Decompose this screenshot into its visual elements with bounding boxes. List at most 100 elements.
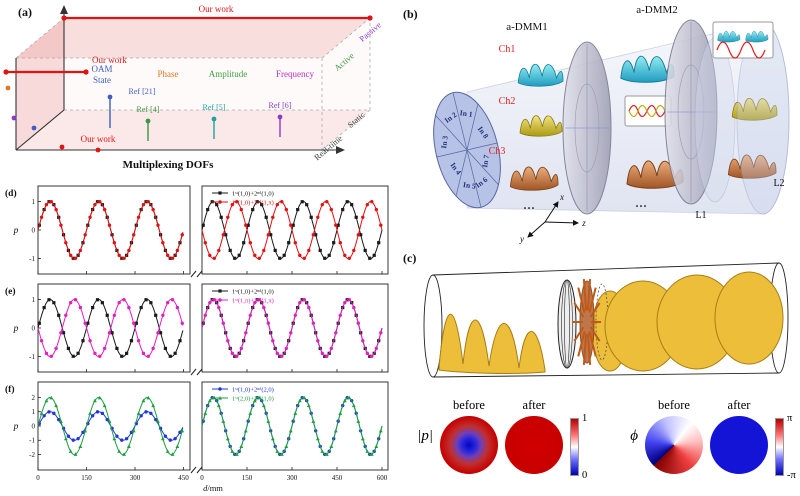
data-marker bbox=[107, 223, 112, 227]
data-marker bbox=[156, 223, 160, 227]
data-marker bbox=[262, 305, 266, 310]
data-marker bbox=[42, 414, 46, 418]
phase-after-map bbox=[710, 416, 768, 474]
data-marker bbox=[170, 298, 175, 302]
data-marker bbox=[287, 241, 291, 245]
data-marker bbox=[208, 300, 212, 305]
data-marker bbox=[260, 203, 264, 207]
field-maps-row: |p| before after 1 0 ϕ before after bbox=[397, 396, 800, 496]
data-marker bbox=[284, 346, 288, 351]
axis-break bbox=[190, 270, 197, 278]
data-marker bbox=[139, 305, 143, 310]
data-marker bbox=[329, 444, 334, 449]
data-marker bbox=[359, 233, 363, 237]
data-marker bbox=[203, 411, 208, 415]
data-marker bbox=[95, 410, 100, 414]
x-tick-label: 300 bbox=[287, 474, 298, 482]
after-label: after bbox=[522, 398, 546, 412]
data-marker bbox=[217, 305, 221, 310]
data-marker bbox=[374, 346, 378, 351]
text-label: Our work bbox=[81, 134, 116, 144]
data-marker bbox=[105, 313, 109, 317]
data-marker bbox=[78, 305, 83, 310]
data-marker bbox=[257, 298, 261, 302]
legend-label: 1ˢᵗ(1,0)+2ⁿᵈ(1,0) bbox=[232, 190, 274, 197]
x-axis-arrow bbox=[544, 201, 559, 223]
data-marker bbox=[178, 339, 182, 343]
data-marker bbox=[218, 289, 222, 293]
data-marker bbox=[233, 256, 237, 260]
data-marker bbox=[54, 403, 59, 408]
y-tick-label: -1 bbox=[29, 255, 35, 263]
data-marker bbox=[298, 300, 302, 305]
data-marker bbox=[102, 403, 107, 408]
text-label: y bbox=[519, 234, 524, 244]
scatter-point bbox=[11, 115, 17, 121]
scatter-point bbox=[59, 144, 65, 150]
data-marker bbox=[379, 223, 383, 227]
data-marker bbox=[59, 223, 63, 227]
y-tick-label: 1 bbox=[32, 408, 36, 416]
data-marker bbox=[293, 241, 297, 245]
data-marker bbox=[221, 321, 225, 325]
data-marker bbox=[320, 351, 324, 356]
legend-label: 1ˢᵗ(1,0)+2ⁿᵈ(1,π) bbox=[232, 199, 274, 206]
data-marker bbox=[76, 351, 80, 355]
before-label: before bbox=[658, 398, 690, 412]
data-marker bbox=[73, 298, 78, 302]
data-marker bbox=[370, 200, 374, 204]
data-marker bbox=[334, 223, 338, 227]
data-marker bbox=[230, 449, 235, 453]
input-port-label: In 3 bbox=[439, 135, 450, 149]
data-marker bbox=[305, 203, 309, 207]
data-marker bbox=[361, 215, 365, 219]
pressure-after-map bbox=[505, 416, 563, 474]
data-marker bbox=[54, 346, 58, 351]
data-marker bbox=[288, 428, 293, 433]
data-marker bbox=[261, 403, 266, 408]
text-label: ··· bbox=[635, 199, 647, 213]
data-marker bbox=[47, 410, 51, 414]
data-marker bbox=[242, 241, 246, 245]
data-marker bbox=[302, 298, 306, 302]
helical-wave-lobe bbox=[714, 271, 784, 365]
data-marker bbox=[369, 452, 374, 456]
data-marker bbox=[342, 398, 347, 403]
antenna-spoke bbox=[588, 287, 597, 313]
inset-red-wave bbox=[716, 41, 766, 59]
text-label: Ch3 bbox=[489, 146, 506, 157]
data-marker bbox=[95, 298, 100, 302]
data-marker bbox=[325, 200, 329, 204]
panel-letter: (d) bbox=[5, 188, 17, 199]
data-marker bbox=[343, 253, 347, 258]
data-marker bbox=[52, 411, 56, 416]
data-marker bbox=[127, 248, 131, 253]
scatter-point bbox=[277, 114, 283, 120]
data-marker bbox=[107, 331, 112, 335]
data-marker bbox=[257, 256, 261, 260]
data-marker bbox=[124, 436, 129, 441]
antenna-spoke bbox=[573, 302, 585, 318]
data-marker bbox=[324, 452, 329, 456]
data-marker bbox=[218, 298, 222, 302]
data-marker bbox=[354, 215, 358, 219]
data-marker bbox=[221, 233, 225, 237]
data-marker bbox=[306, 403, 311, 408]
data-marker bbox=[318, 248, 322, 253]
panel-c-helical-wave: (c) bbox=[403, 251, 789, 378]
dmm1-disk bbox=[562, 41, 612, 215]
scatter-point bbox=[211, 116, 217, 122]
data-marker bbox=[257, 395, 262, 400]
data-marker bbox=[59, 331, 63, 335]
data-marker bbox=[93, 351, 97, 356]
data-marker bbox=[68, 300, 73, 305]
text-label: L1 bbox=[695, 210, 706, 221]
panel-letter: (f) bbox=[5, 384, 15, 395]
data-marker bbox=[356, 419, 361, 423]
data-marker bbox=[212, 256, 216, 260]
data-marker bbox=[49, 395, 54, 400]
legend-label: 1ˢᵗ(1,π)+2ⁿᵈ(1,π) bbox=[232, 297, 274, 304]
data-marker bbox=[170, 452, 175, 456]
y-axis-label: p bbox=[13, 226, 19, 236]
text-label: Frequency bbox=[276, 69, 314, 79]
